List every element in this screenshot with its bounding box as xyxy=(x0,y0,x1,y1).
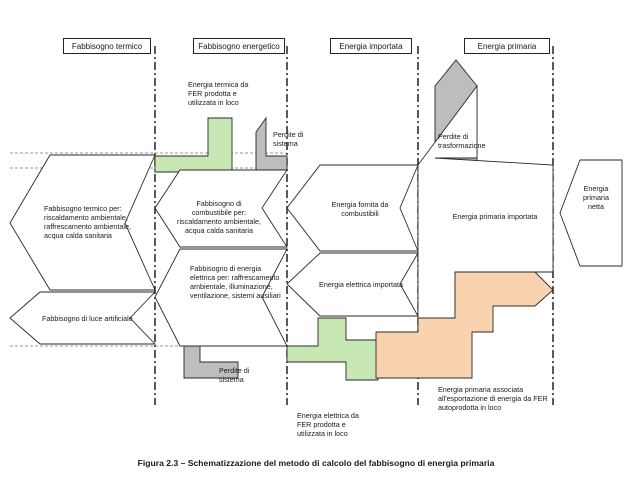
exported-primary-shape xyxy=(375,271,554,379)
thermal-need-arrow xyxy=(9,154,156,291)
label-fuel-energy: Energia fornita da combustibili xyxy=(331,200,389,218)
label-thermal-need-detail: Fabbisogno termico per: riscaldamento am… xyxy=(44,204,131,240)
fuel-energy-arrow xyxy=(286,164,419,252)
header-imported-energy: Energia importata xyxy=(330,38,412,54)
label-net-primary: Energia primaria netta xyxy=(583,184,609,211)
label-system-losses-bottom: Perdite di sistema xyxy=(219,366,250,384)
light-need-arrow xyxy=(9,291,157,345)
figure-caption: Figura 2.3 – Schematizzazione del metodo… xyxy=(137,458,495,468)
label-fuel-need: Fabbisogno di combustibile per: riscalda… xyxy=(177,199,261,235)
label-fer-electric: Energia elettrica da FER prodotta e util… xyxy=(297,411,359,438)
header-thermal-need: Fabbisogno termico xyxy=(63,38,151,54)
system-losses-bottom-shape xyxy=(183,345,239,379)
label-imported-primary: Energia primaria importata xyxy=(452,212,538,221)
label-exported-primary: Energia primaria associata all'esportazi… xyxy=(438,385,548,412)
header-energy-need: Fabbisogno energetico xyxy=(193,38,285,54)
label-electric-need: Fabbisogno di energia elettrica per: raf… xyxy=(190,264,281,300)
label-light-need: Fabbisogno di luce artificiale xyxy=(42,314,133,323)
label-fer-thermal: Energia termica da FER prodotta e utiliz… xyxy=(188,80,249,107)
fer-electric-shape xyxy=(286,317,379,381)
fuel-need-arrow xyxy=(154,169,288,248)
imported-electric-arrow xyxy=(286,252,419,317)
label-system-losses-top: Perdite di sistema xyxy=(273,130,304,148)
label-imported-electric: Energia elettrica importata xyxy=(319,280,403,289)
electric-need-arrow xyxy=(154,248,288,347)
fer-thermal-shape xyxy=(154,117,233,173)
label-transformation-losses: Perdite di trasformazione xyxy=(438,132,486,150)
header-primary-energy: Energia primaria xyxy=(464,38,550,54)
net-primary-arrow xyxy=(559,159,623,267)
